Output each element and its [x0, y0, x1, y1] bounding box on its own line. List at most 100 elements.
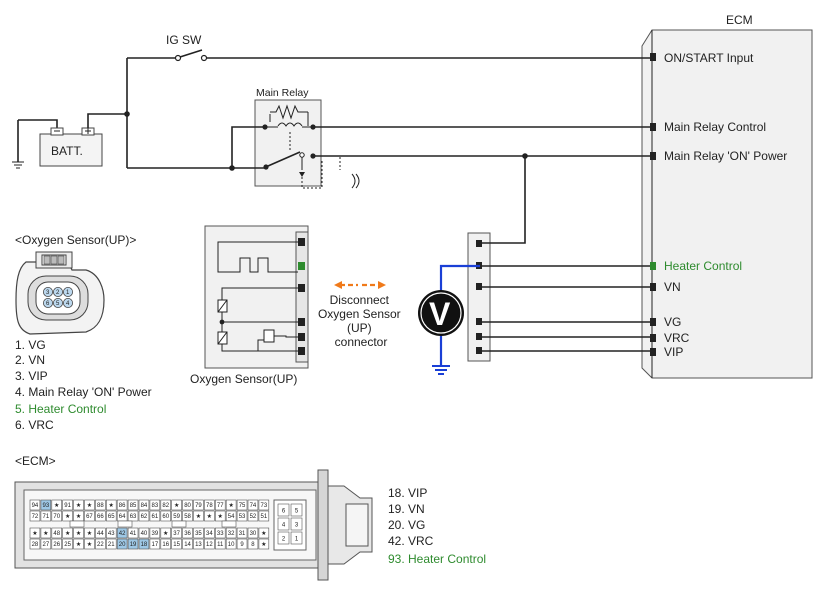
ecm-connector-pin-number: 67 [86, 514, 93, 520]
disconnect-note-line: Oxygen Sensor [318, 307, 401, 321]
ecm-connector-pin-number: 26 [53, 542, 60, 548]
ecm-connector-pin-number: 14 [184, 542, 191, 548]
ecm-connector-pin [204, 510, 215, 522]
ecm-connector-pin [247, 527, 259, 539]
ecm-connector-pin [236, 510, 248, 522]
ecm-connector-pin [215, 538, 226, 550]
ecm-connector-pin [95, 538, 106, 550]
ig-switch-icon [174, 49, 208, 62]
main-relay [254, 99, 322, 187]
ecm-connector-pin [247, 510, 259, 522]
ecm-connector-pin [258, 510, 270, 522]
ecm-connector-pin [215, 510, 226, 522]
ecm-connector-pin-number: 80 [184, 503, 191, 509]
ecm-connector-pin-number: 93 [43, 503, 50, 509]
ecm-connector-pin-number: 16 [162, 542, 169, 548]
ecm-side-pin-number: 6 [282, 509, 286, 515]
ecm-connector-pin [40, 538, 52, 550]
ecm-connector-pin-number: 35 [195, 531, 202, 537]
sensor-pin-item: 4. Main Relay 'ON' Power [15, 385, 152, 399]
ecm-connector-pin-number: 33 [217, 531, 224, 537]
ecm-connector-pin [62, 499, 73, 511]
ecm-connector-pin-number: 43 [108, 531, 115, 537]
ecm-connector-pin [95, 527, 106, 539]
ecm-pin-item: 20. VG [388, 518, 425, 532]
ecm-pin-marker [650, 348, 656, 356]
ecm-connector-pin-number: 77 [217, 503, 224, 509]
harness-connector [467, 232, 491, 362]
ecm-connector-pin-number: ★ [87, 502, 92, 509]
ecm-connector-pin [236, 499, 248, 511]
ecm-connector-pin-number: 30 [250, 531, 257, 537]
ecm-connector-pin-number: 21 [108, 542, 115, 548]
ecm-pin-list: 18. VIP 19. VN 20. VG 42. VRC 93. Heater… [388, 486, 486, 566]
ecm-connector-pin-number: 28 [32, 542, 39, 548]
ecm-connector-pin-number: 44 [97, 531, 104, 537]
ecm-connector-pin-number: 79 [195, 503, 202, 509]
voltmeter-icon: V [418, 290, 464, 336]
ecm-connector-pin [225, 538, 237, 550]
ecm-connector-pin-number: ★ [261, 530, 266, 537]
ecm-connector-pin [182, 538, 193, 550]
ecm-pin-markers [650, 53, 656, 356]
ecm-title: ECM [726, 13, 753, 27]
ecm-connector-pin [116, 499, 128, 511]
ecm-connector-pin-number: ★ [87, 530, 92, 537]
ecm-connector-pin-number: 42 [119, 531, 126, 537]
ecm-connector-pin [236, 538, 248, 550]
ecm-connector-pin-number: 94 [32, 503, 39, 509]
ecm-pin-label-relay-control: Main Relay Control [664, 120, 766, 134]
ecm-pin-marker [650, 123, 656, 131]
ecm-connector-pin [84, 499, 95, 511]
ecm-pin-label-relay-power: Main Relay 'ON' Power [664, 149, 787, 163]
ecm-connector-pin-number: 36 [184, 531, 191, 537]
ecm-connector-pin-number: 71 [43, 514, 50, 520]
ecm-pin-item: 42. VRC [388, 534, 434, 548]
ecm-connector-pin [116, 538, 128, 550]
sensor-pin-number: 1 [66, 290, 70, 296]
ecm-connector-pin-number: ★ [43, 530, 48, 537]
ecm-connector-title: <ECM> [15, 454, 56, 468]
ecm-connector-pin-number: 64 [119, 514, 126, 520]
sensor-pin-item: 1. VG [15, 338, 46, 352]
ecm-pin-label-vrc: VRC [664, 331, 690, 345]
ecm-pin-label-vn: VN [664, 280, 681, 294]
ecm-connector-pin [51, 499, 62, 511]
oxygen-sensor-schematic [204, 225, 309, 369]
sensor-connector-pin [43, 286, 54, 297]
ecm-connector-pin [215, 499, 226, 511]
ecm-connector-pin-number: ★ [228, 502, 233, 509]
ecm-side-pin [277, 531, 290, 545]
ecm-connector-pin [215, 527, 226, 539]
ecm-pin-label-vg: VG [664, 315, 681, 329]
sensor-pin-number: 6 [46, 301, 50, 307]
ecm-connector-pin [84, 510, 95, 522]
sensor-connector-title: <Oxygen Sensor(UP)> [15, 233, 136, 247]
ecm-connector-pin [127, 538, 139, 550]
ecm-connector-pin-number: ★ [76, 513, 81, 520]
ecm-connector-pin-number: ★ [218, 513, 223, 520]
sensor-connector-face: 3 2 1 6 5 4 [15, 251, 105, 335]
ecm-side-pin [290, 517, 303, 531]
ecm-connector-pin-number: 86 [119, 503, 126, 509]
ecm-connector-pin [171, 527, 182, 539]
ecm-connector-pin-number: 54 [228, 514, 235, 520]
ecm-pin-marker [650, 152, 656, 160]
ecm-connector-pin-number: 65 [108, 514, 115, 520]
ecm-connector-pin [138, 527, 150, 539]
ecm-connector-pin [51, 510, 62, 522]
ecm-connector-pin [106, 527, 117, 539]
battery-label: BATT. [51, 144, 83, 158]
ecm-connector-pin [193, 538, 204, 550]
ecm-connector-pin [106, 510, 117, 522]
ecm-connector-pin-number: 22 [97, 542, 104, 548]
ecm-connector-pin-number: 32 [228, 531, 235, 537]
ecm-side-pin-number: 1 [295, 537, 299, 543]
ecm-connector-key [221, 520, 237, 528]
voltmeter-label: V [429, 296, 451, 332]
ecm-connector-pin-number: ★ [196, 513, 201, 520]
ecm-connector-pin-number: 73 [261, 503, 268, 509]
ecm-connector-pin-number: ★ [261, 541, 266, 548]
ecm-connector-pin-number: 61 [152, 514, 159, 520]
